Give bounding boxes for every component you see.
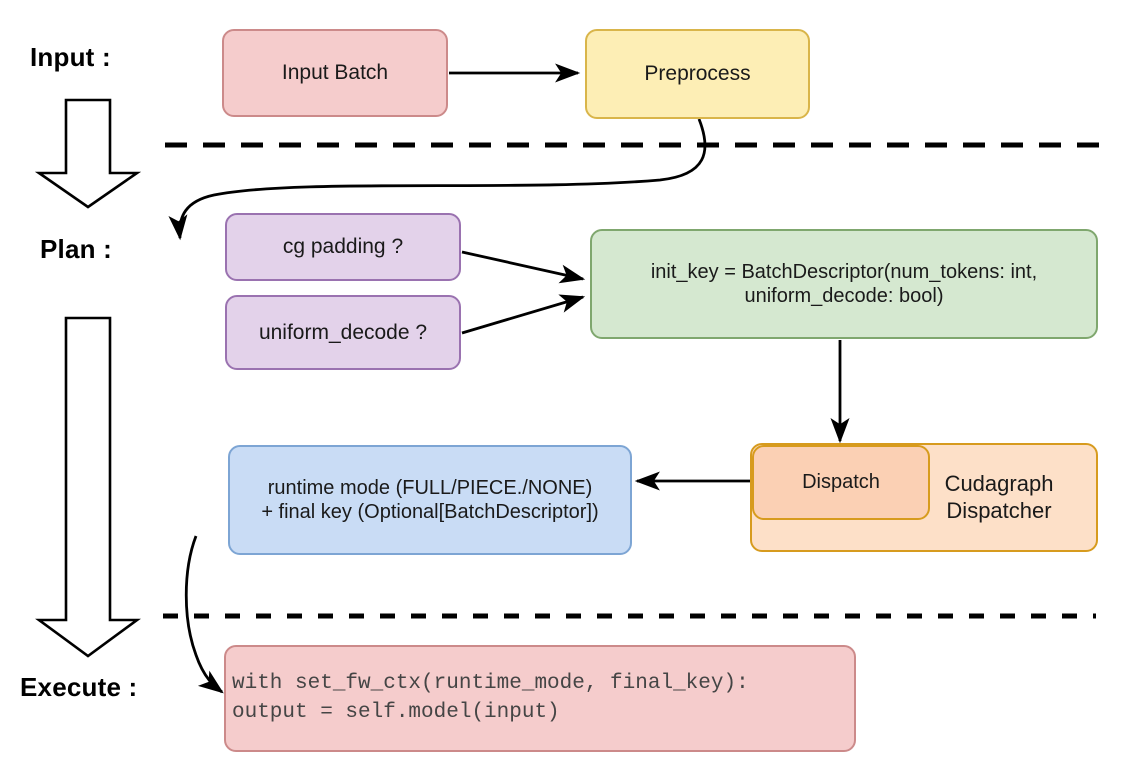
edge-uniform-decode-to-init-key bbox=[461, 294, 586, 335]
node-cudagraph-dispatcher-label: Cudagraph Dispatcher bbox=[944, 470, 1054, 523]
node-preprocess[interactable]: Preprocess bbox=[585, 29, 810, 119]
node-init-key-batch-descriptor[interactable]: init_key = BatchDescriptor(num_tokens: i… bbox=[590, 229, 1098, 339]
stage-label-input: Input : bbox=[30, 42, 111, 72]
plan-to-execute-arrow bbox=[35, 316, 141, 658]
node-execute-code-block[interactable]: with set_fw_ctx(runtime_mode, final_key)… bbox=[224, 645, 856, 752]
edge-runtime-mode-to-execute-code bbox=[184, 535, 224, 694]
edge-cg-padding-to-init-key bbox=[461, 250, 586, 284]
node-runtime-mode-and-final-key[interactable]: runtime mode (FULL/PIECE./NONE) + final … bbox=[228, 445, 632, 555]
stage-label-execute: Execute : bbox=[20, 672, 138, 702]
node-input-batch[interactable]: Input Batch bbox=[222, 29, 448, 117]
node-cg-padding[interactable]: cg padding ? bbox=[225, 213, 461, 281]
node-uniform-decode[interactable]: uniform_decode ? bbox=[225, 295, 461, 370]
stage-label-plan: Plan : bbox=[40, 234, 112, 264]
input-to-plan-arrow bbox=[34, 98, 142, 209]
node-dispatch[interactable]: Dispatch bbox=[752, 445, 930, 520]
